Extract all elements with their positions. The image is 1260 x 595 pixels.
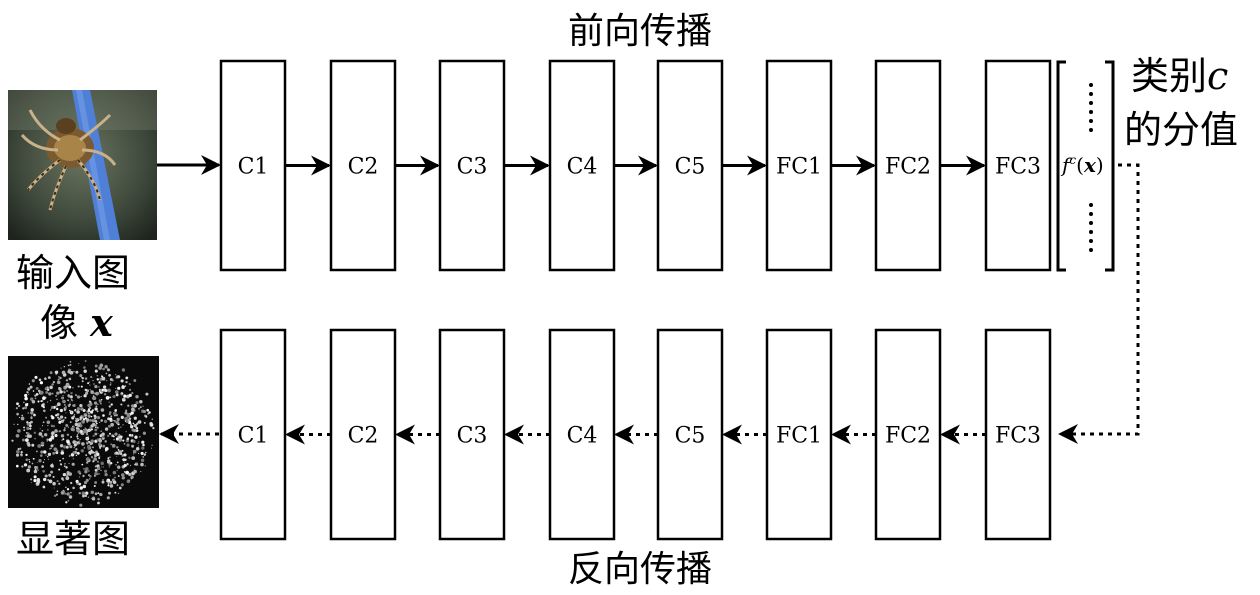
backward-layer-c1: C1 [219,328,287,541]
forward-layer-c3: C3 [438,59,506,272]
backward-layer-fc1: FC1 [765,328,833,541]
backward-box-fc2 [874,328,942,541]
backward-label-fc2: FC2 [885,424,931,449]
backward-label-fc1: FC1 [776,424,822,449]
forward-label-c4: C4 [567,155,598,180]
forward-layers: C1 C2 C3 C4 C5 FC1 FC2 FC3 [219,59,1052,272]
forward-layer-c4: C4 [548,59,616,272]
forward-layer-fc1: FC1 [765,59,833,272]
saliency-image [8,356,159,508]
forward-box-c3 [438,59,506,272]
forward-box-fc2 [874,59,942,272]
forward-layer-c2: C2 [329,59,397,272]
backward-box-fc3 [984,328,1052,541]
forward-label-c2: C2 [348,155,379,180]
forward-layer-fc3: FC3 [984,59,1052,272]
forward-label-c1: C1 [238,155,269,180]
forward-label-fc2: FC2 [885,155,931,180]
forward-box-c2 [329,59,397,272]
backward-title: 反向传播 [568,549,713,590]
score-var: c [1207,54,1229,98]
input-var: x [90,300,113,345]
backward-box-c3 [438,328,506,541]
saliency-label: 显著图 [16,517,131,561]
forward-label-fc3: FC3 [995,155,1041,180]
backward-box-c4 [548,328,616,541]
backward-label-c3: C3 [457,424,488,449]
vertical-dots-top [1089,83,1093,132]
forward-box-fc3 [984,59,1052,272]
forward-label-c3: C3 [457,155,488,180]
backward-layer-fc3: FC3 [984,328,1052,541]
forward-layer-c1: C1 [219,59,287,272]
score-return-path [1058,163,1140,444]
output-vector: fc(x) [1056,60,1115,272]
forward-layer-fc2: FC2 [874,59,942,272]
forward-label-fc1: FC1 [776,155,822,180]
input-image [8,90,157,240]
backward-label-c2: C2 [348,424,379,449]
backward-layer-fc2: FC2 [874,328,942,541]
score-label-line2: 的分值 [1124,108,1239,152]
backward-layer-c5: C5 [656,328,724,541]
backward-label-fc3: FC3 [995,424,1041,449]
backward-layer-c3: C3 [438,328,506,541]
forward-box-c4 [548,59,616,272]
backward-layer-c4: C4 [548,328,616,541]
fc-output-label: fc(x) [1060,153,1104,177]
forward-box-c1 [219,59,287,272]
forward-label-c5: C5 [675,155,706,180]
backward-layers: C1 C2 C3 C4 C5 FC1 FC2 FC3 [219,328,1052,541]
backward-box-c5 [656,328,724,541]
input-label-line2: 像 x [40,299,113,347]
backward-label-c5: C5 [675,424,706,449]
score-label-line1: 类别c [1131,52,1228,100]
forward-layer-c5: C5 [656,59,724,272]
backward-label-c4: C4 [567,424,598,449]
forward-box-fc1 [765,59,833,272]
vertical-dots-bottom [1089,203,1093,252]
backward-layer-c2: C2 [329,328,397,541]
input-label-line1: 输入图 [16,251,131,295]
score-label-text: 类别 [1131,54,1208,98]
backward-box-c2 [329,328,397,541]
backward-label-c1: C1 [238,424,269,449]
forward-title: 前向传播 [568,11,713,52]
backward-box-c1 [219,328,287,541]
input-label-text: 像 [40,301,79,345]
forward-box-c5 [656,59,724,272]
